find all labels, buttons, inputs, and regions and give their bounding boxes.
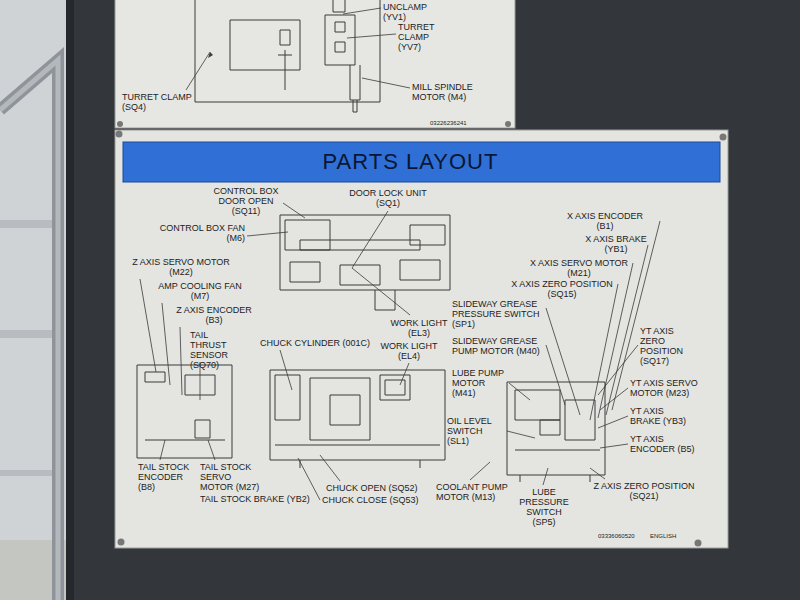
part-label: COOLANT PUMP MOTOR (M13) [436,482,516,502]
part-label: X AXIS BRAKE (YB1) [580,234,652,254]
part-label: MILL SPINDLE MOTOR (M4) [412,82,487,102]
right-view-drawing [507,382,605,482]
screw [720,134,727,141]
screw [117,121,123,127]
turret-drawing [195,0,380,112]
part-number: 03336060520 [598,532,648,540]
top-view-drawing [280,215,450,310]
part-number: ENGLISH [650,532,690,540]
part-label: SLIDEWAY GREASE PUMP MOTOR (M40) [452,336,544,356]
screw [116,131,123,138]
arrow-head [208,52,213,58]
part-label: Z AXIS ENCODER (B3) [172,305,256,325]
shelf [0,330,60,338]
screw [118,539,125,546]
leader-lines [140,203,660,500]
shelf [0,470,60,476]
part-label: WORK LIGHT (EL4) [378,341,440,361]
part-label: Z AXIS SERVO MOTOR (M22) [128,257,234,277]
parts-layout-plate [115,130,728,548]
upper-plate [115,0,515,128]
part-label: WORK LIGHT (EL3) [388,318,450,338]
part-label: OIL LEVEL SWITCH (SL1) [447,416,505,446]
part-label: CHUCK OPEN (SQ52) [326,483,426,493]
leader-lines [186,8,410,90]
part-label: YT AXIS BRAKE (YB3) [630,406,696,426]
screw [695,540,702,547]
part-label: SLIDEWAY GREASE PRESSURE SWITCH (SP1) [452,299,544,329]
handrail [0,60,58,600]
part-label: TAIL THRUST SENSOR (SQ70) [190,330,246,370]
plate-title: PARTS LAYOUT [123,143,698,181]
part-label: LUBE PRESSURE SWITCH (SP5) [518,487,570,527]
title-band [123,142,720,182]
part-label: TURRET CLAMP (SQ4) [122,92,202,112]
part-label: CHUCK CYLINDER (001C) [260,338,376,348]
part-label: YT AXIS ENCODER (B5) [630,434,696,454]
part-label: CONTROL BOX FAN (M6) [153,223,245,243]
part-label: YT AXIS SERVO MOTOR (M23) [630,378,702,398]
part-label: LUBE PUMP MOTOR (M41) [452,368,507,398]
screw [505,121,511,127]
shelf [0,220,60,228]
part-label: Z AXIS ZERO POSITION (SQ21) [590,481,698,501]
part-number: 03226236241 [430,119,490,127]
part-label: TAIL STOCK ENCODER (B8) [138,462,190,492]
part-label: YT AXIS ZERO POSITION (SQ17) [640,326,692,366]
part-label: TURRET CLAMP (YV7) [398,22,446,52]
part-label: X AXIS ENCODER (B1) [563,211,647,231]
part-label: TAIL STOCK BRAKE (YB2) [200,494,320,504]
part-label: DOOR LOCK UNIT (SQ1) [346,188,430,208]
part-label: X AXIS SERVO MOTOR (M21) [525,258,633,278]
handrail-highlight [0,60,58,600]
part-label: AMP COOLING FAN (M7) [155,281,245,301]
part-label: CONTROL BOX DOOR OPEN (SQ11) [210,186,282,216]
cabinet-edge [66,0,74,600]
front-view-drawing [270,370,445,468]
part-label: CHUCK CLOSE (SQ53) [322,495,422,505]
left-view-drawing [137,365,232,458]
part-label: X AXIS ZERO POSITION (SQ15) [505,279,619,299]
part-label: TAIL STOCK SERVO MOTOR (M27) [200,462,266,492]
shop-background [0,0,70,600]
part-label: UNCLAMP (YV1) [383,2,435,22]
